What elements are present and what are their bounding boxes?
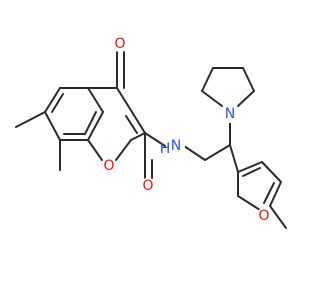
bond <box>116 87 133 113</box>
bond <box>115 139 132 161</box>
bond <box>15 111 46 128</box>
bond <box>229 144 239 173</box>
bond <box>269 181 282 207</box>
bond <box>84 111 97 135</box>
svg-text:O: O <box>114 36 125 52</box>
svg-text:O: O <box>103 158 114 174</box>
svg-text:O: O <box>142 178 153 194</box>
molecule-canvas: O O O N H N O <box>15 36 287 229</box>
bond <box>51 93 64 113</box>
bond <box>130 132 146 141</box>
furan-oxygen-label: O <box>256 208 272 224</box>
bond <box>201 67 214 92</box>
svg-text:O: O <box>258 208 269 224</box>
bond <box>237 161 263 173</box>
amide-nitrogen-label: N <box>167 137 185 155</box>
bond <box>269 205 287 229</box>
bond <box>242 67 255 92</box>
bond <box>125 115 138 134</box>
svg-text:N: N <box>225 106 235 122</box>
bond <box>204 144 231 161</box>
bond <box>183 145 206 161</box>
bond-lines <box>15 51 287 229</box>
bond <box>144 132 166 147</box>
bond <box>131 111 146 134</box>
bond <box>263 182 275 204</box>
bond <box>87 87 104 113</box>
atom-labels: O O O N H N O <box>101 36 272 224</box>
bond <box>44 87 61 113</box>
bond <box>237 90 255 107</box>
amide-hydrogen-label: H <box>160 141 171 157</box>
ring-oxygen-label: O <box>101 158 117 174</box>
bond <box>44 111 61 141</box>
molecule-structure: O O O N H N O <box>15 36 287 229</box>
bond <box>87 111 104 141</box>
bond <box>201 90 223 107</box>
bond <box>261 161 282 183</box>
bond <box>242 167 261 177</box>
svg-text:N: N <box>171 138 181 154</box>
pyrrolidine-nitrogen-label: N <box>221 105 239 123</box>
bond <box>237 195 261 211</box>
svg-text:H: H <box>160 141 171 157</box>
amide-oxygen-label: O <box>140 178 156 194</box>
ketone-oxygen-label: O <box>112 36 128 52</box>
bond <box>87 139 103 161</box>
